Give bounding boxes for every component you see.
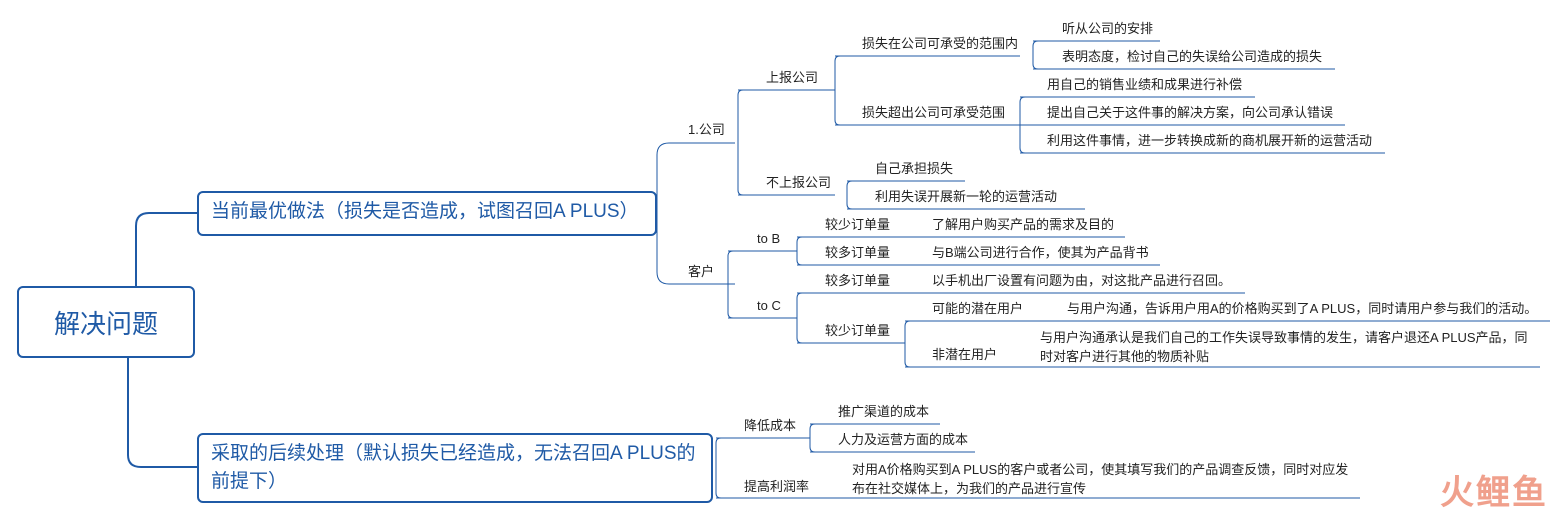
node-company[interactable]: 1.公司 bbox=[688, 122, 725, 137]
node-not-report[interactable]: 不上报公司 bbox=[766, 175, 832, 190]
node-report-company[interactable]: 上报公司 bbox=[766, 70, 819, 85]
node-loss-within-range[interactable]: 损失在公司可承受的范围内 bbox=[862, 36, 1019, 51]
branch-follow-up-handling[interactable]: 采取的后续处理（默认损失已经造成，无法召回A PLUS的前提下） bbox=[197, 433, 713, 503]
leaf-channel-cost[interactable]: 推广渠道的成本 bbox=[838, 404, 930, 419]
node-tob-few-orders[interactable]: 较少订单量 bbox=[825, 217, 891, 232]
leaf-compensate-sales[interactable]: 用自己的销售业绩和成果进行补偿 bbox=[1047, 77, 1243, 92]
node-to-c[interactable]: to C bbox=[757, 298, 781, 313]
connector-root-branch2 bbox=[127, 358, 197, 468]
node-loss-beyond-range[interactable]: 损失超出公司可承受范围 bbox=[862, 105, 1006, 120]
leaf-new-opportunity[interactable]: 利用这件事情，进一步转换成新的商机展开新的运营活动 bbox=[1047, 133, 1373, 148]
connector-few-split bbox=[904, 320, 911, 368]
connector-branch2-split bbox=[715, 437, 722, 499]
leaf-tob-partner[interactable]: 与B端公司进行合作，使其为产品背书 bbox=[932, 245, 1149, 260]
node-to-b[interactable]: to B bbox=[757, 231, 781, 246]
branch-current-best-approach[interactable]: 当前最优做法（损失是否造成，试图召回A PLUS） bbox=[197, 191, 657, 236]
leaf-tob-understand-needs[interactable]: 了解用户购买产品的需求及目的 bbox=[932, 217, 1115, 232]
leaf-labor-cost[interactable]: 人力及运营方面的成本 bbox=[838, 432, 969, 447]
node-toc-few-orders[interactable]: 较少订单量 bbox=[825, 323, 891, 338]
leaf-follow-company[interactable]: 听从公司的安排 bbox=[1062, 21, 1154, 36]
leaf-non-potential-users-action[interactable]: 与用户沟通承认是我们自己的工作失误导致事情的发生，请客户退还A PLUS产品，同… bbox=[1040, 330, 1528, 364]
node-reduce-cost[interactable]: 降低成本 bbox=[744, 418, 797, 433]
node-raise-margin[interactable]: 提高利润率 bbox=[744, 479, 810, 494]
leaf-show-attitude[interactable]: 表明态度，检讨自己的失误给公司造成的损失 bbox=[1062, 49, 1323, 64]
leaf-bear-loss[interactable]: 自己承担损失 bbox=[875, 161, 954, 176]
watermark-logo: 火鲤鱼 bbox=[1440, 473, 1548, 513]
node-non-potential-users[interactable]: 非潜在用户 bbox=[932, 347, 998, 362]
node-toc-many-orders[interactable]: 较多订单量 bbox=[825, 273, 891, 288]
root-topic[interactable]: 解决问题 bbox=[17, 286, 195, 358]
node-potential-users[interactable]: 可能的潜在用户 bbox=[932, 301, 1024, 316]
connector-branch1-customer bbox=[656, 213, 735, 285]
connector-toc-split bbox=[796, 292, 803, 344]
connector-noreport-leaves bbox=[846, 180, 853, 210]
connector-tob-split bbox=[796, 236, 803, 266]
node-customer[interactable]: 客户 bbox=[688, 264, 715, 279]
connector-report-split bbox=[834, 55, 841, 126]
node-tob-many-orders[interactable]: 较多订单量 bbox=[825, 245, 891, 260]
leaf-toc-recall[interactable]: 以手机出厂设置有问题为由，对这批产品进行召回。 bbox=[932, 273, 1232, 288]
leaf-propose-solution[interactable]: 提出自己关于这件事的解决方案，向公司承认错误 bbox=[1047, 105, 1334, 120]
connector-root-branch1 bbox=[135, 212, 197, 286]
connector-company-split bbox=[737, 89, 744, 196]
connector-branch1-company bbox=[656, 142, 735, 213]
connector-within-leaves bbox=[1032, 40, 1039, 70]
leaf-potential-users-action[interactable]: 与用户沟通，告诉用户用A的价格购买到了A PLUS，同时请用户参与我们的活动。 bbox=[1067, 301, 1538, 316]
connector-cost-leaves bbox=[809, 423, 816, 453]
leaf-new-campaign[interactable]: 利用失误开展新一轮的运营活动 bbox=[875, 189, 1058, 204]
leaf-survey-promotion[interactable]: 对用A价格购买到A PLUS的客户或者公司，使其填写我们的产品调查反馈，同时对应… bbox=[852, 462, 1349, 496]
connector-customer-split bbox=[727, 250, 734, 319]
